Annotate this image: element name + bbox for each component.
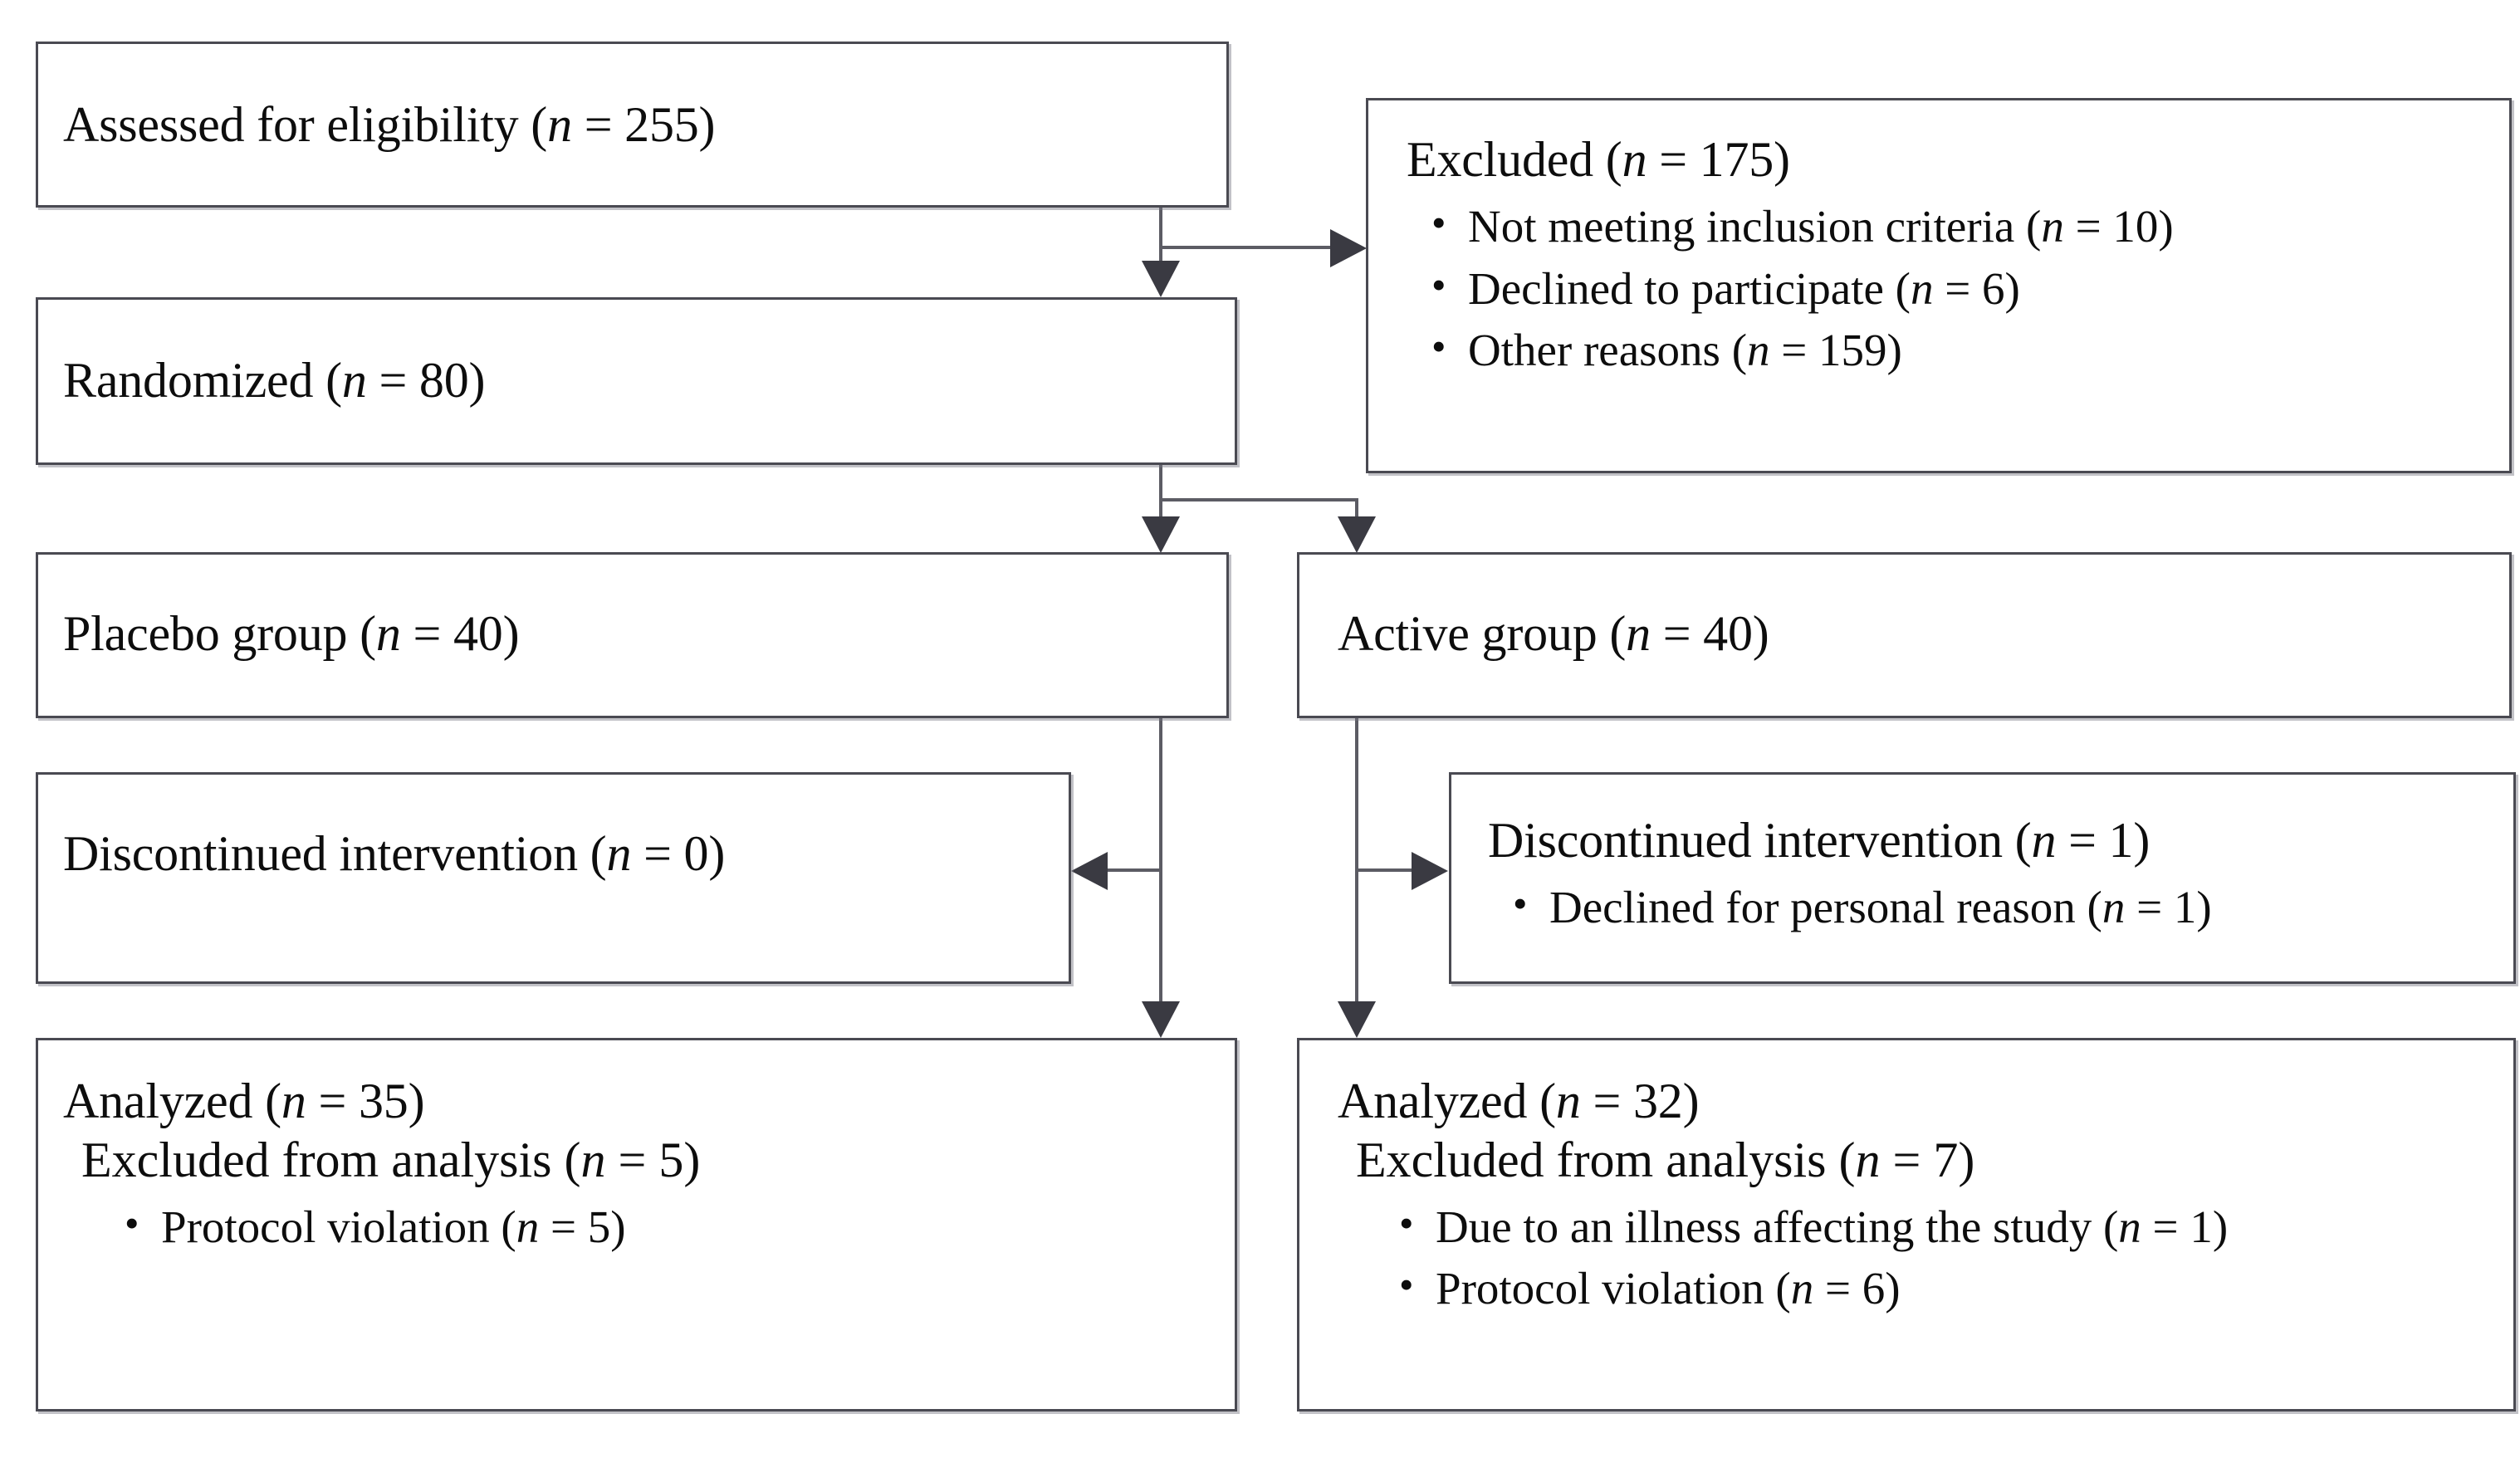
node-active-analyzed-reason-list: Due to an illness affecting the study (n… [1338,1195,2498,1321]
n-italic-active: n [1626,606,1651,661]
node-active-analyzed-label: Analyzed (n = 32) [1338,1074,1700,1128]
edge-randomized-to-active-drop [1355,498,1358,520]
node-active-group-label: Active group (n = 40) [1338,606,1769,661]
n-italic-excluded: n [1622,132,1647,187]
edge-placebo-to-discontinued-line [1108,868,1161,872]
list-item: Due to an illness affecting the study (n… [1338,1195,2498,1259]
node-active-discontinued-reason-list: Declined for personal reason (n = 1) [1488,875,2498,939]
edge-randomized-split-bar [1159,498,1358,501]
n-italic: n [1910,262,1934,314]
edge-placebo-to-discontinued-arrowhead [1071,852,1108,890]
node-placebo-group-n: 40 [453,606,503,661]
n-italic: n [1790,1263,1814,1314]
node-placebo-analyzed[interactable]: Analyzed (n = 35) Excluded from analysis… [36,1038,1237,1412]
node-active-discontinued-n: 1 [2108,813,2134,868]
edge-active-to-analyzed-arrowhead [1338,1001,1376,1038]
node-placebo-analyzed-reason-list: Protocol violation (n = 5) [63,1195,1220,1259]
node-placebo-group[interactable]: Placebo group (n = 40) [36,552,1229,718]
node-active-discontinued[interactable]: Discontinued intervention (n = 1) Declin… [1449,772,2516,984]
n-italic: n [2102,881,2126,932]
edge-active-to-discontinued-line [1355,868,1413,872]
list-item: Declined for personal reason (n = 1) [1488,875,2498,939]
edge-randomized-to-active-arrowhead [1338,516,1376,553]
node-placebo-excluded-from-analysis: Excluded from analysis (n = 5) [81,1132,701,1187]
n-italic: n [2118,1201,2141,1252]
node-assessed-n: 255 [624,97,699,152]
n-italic-placebo-analyzed: n [281,1074,306,1128]
edge-randomized-to-placebo-arrowhead [1142,516,1180,553]
node-active-group[interactable]: Active group (n = 40) [1297,552,2512,718]
n-italic: n [516,1201,540,1252]
node-active-excluded-from-analysis: Excluded from analysis (n = 7) [1356,1132,1975,1187]
edge-placebo-to-analyzed-line [1159,718,1162,1005]
node-placebo-discontinued[interactable]: Discontinued intervention (n = 0) [36,772,1071,984]
edge-active-to-analyzed-line [1355,718,1358,1005]
edge-assessed-to-excluded-line [1159,246,1333,249]
node-active-excluded-n: 7 [1933,1132,1959,1187]
node-placebo-discontinued-label: Discontinued intervention (n = 0) [63,826,726,881]
n-italic: n [2041,200,2064,252]
edge-assessed-to-excluded-arrowhead [1330,229,1367,267]
edge-active-to-discontinued-arrowhead [1412,852,1448,890]
node-placebo-analyzed-n: 35 [358,1074,409,1128]
node-randomized[interactable]: Randomized (n = 80) [36,297,1237,465]
n-italic-placebo-exc: n [580,1132,606,1187]
node-randomized-label: Randomized (n = 80) [63,353,486,408]
node-active-group-n: 40 [1703,606,1753,661]
n-italic-placebo: n [375,606,401,661]
node-excluded-n: 175 [1699,132,1774,187]
node-active-discontinued-label: Discontinued intervention (n = 1) [1488,813,2151,868]
edge-assessed-to-randomized-line [1159,208,1162,262]
node-placebo-discontinued-n: 0 [683,826,709,881]
node-assessed-label: Assessed for eligibility (n = 255) [63,97,716,152]
node-randomized-n: 80 [418,353,469,408]
list-item: Protocol violation (n = 6) [1338,1256,2498,1320]
node-excluded-label: Excluded (n = 175) [1407,132,1790,187]
list-item: Declined to participate (n = 6) [1407,257,2494,320]
n-italic-active-analyzed: n [1555,1074,1581,1128]
n-italic: n [1747,325,1770,376]
edge-assessed-to-randomized-arrowhead [1142,261,1180,297]
n-italic-active-disc: n [2031,813,2057,868]
n-italic-assessed: n [547,97,572,152]
list-item: Other reasons (n = 159) [1407,318,2494,382]
edge-randomized-split-stem [1159,465,1162,520]
edge-placebo-to-analyzed-arrowhead [1142,1001,1180,1038]
n-italic-randomized: n [341,353,367,408]
node-placebo-analyzed-label: Analyzed (n = 35) [63,1074,425,1128]
node-placebo-group-label: Placebo group (n = 40) [63,606,520,661]
n-italic-placebo-disc: n [606,826,632,881]
node-active-analyzed[interactable]: Analyzed (n = 32) Excluded from analysis… [1297,1038,2516,1412]
list-item: Not meeting inclusion criteria (n = 10) [1407,194,2494,258]
list-item: Protocol violation (n = 5) [63,1195,1220,1259]
node-excluded-reason-list: Not meeting inclusion criteria (n = 10) … [1407,194,2494,382]
node-active-analyzed-n: 32 [1632,1074,1683,1128]
node-excluded[interactable]: Excluded (n = 175) Not meeting inclusion… [1366,98,2512,473]
node-placebo-excluded-n: 5 [658,1132,684,1187]
node-assessed-for-eligibility[interactable]: Assessed for eligibility (n = 255) [36,42,1229,208]
n-italic-active-exc: n [1855,1132,1881,1187]
